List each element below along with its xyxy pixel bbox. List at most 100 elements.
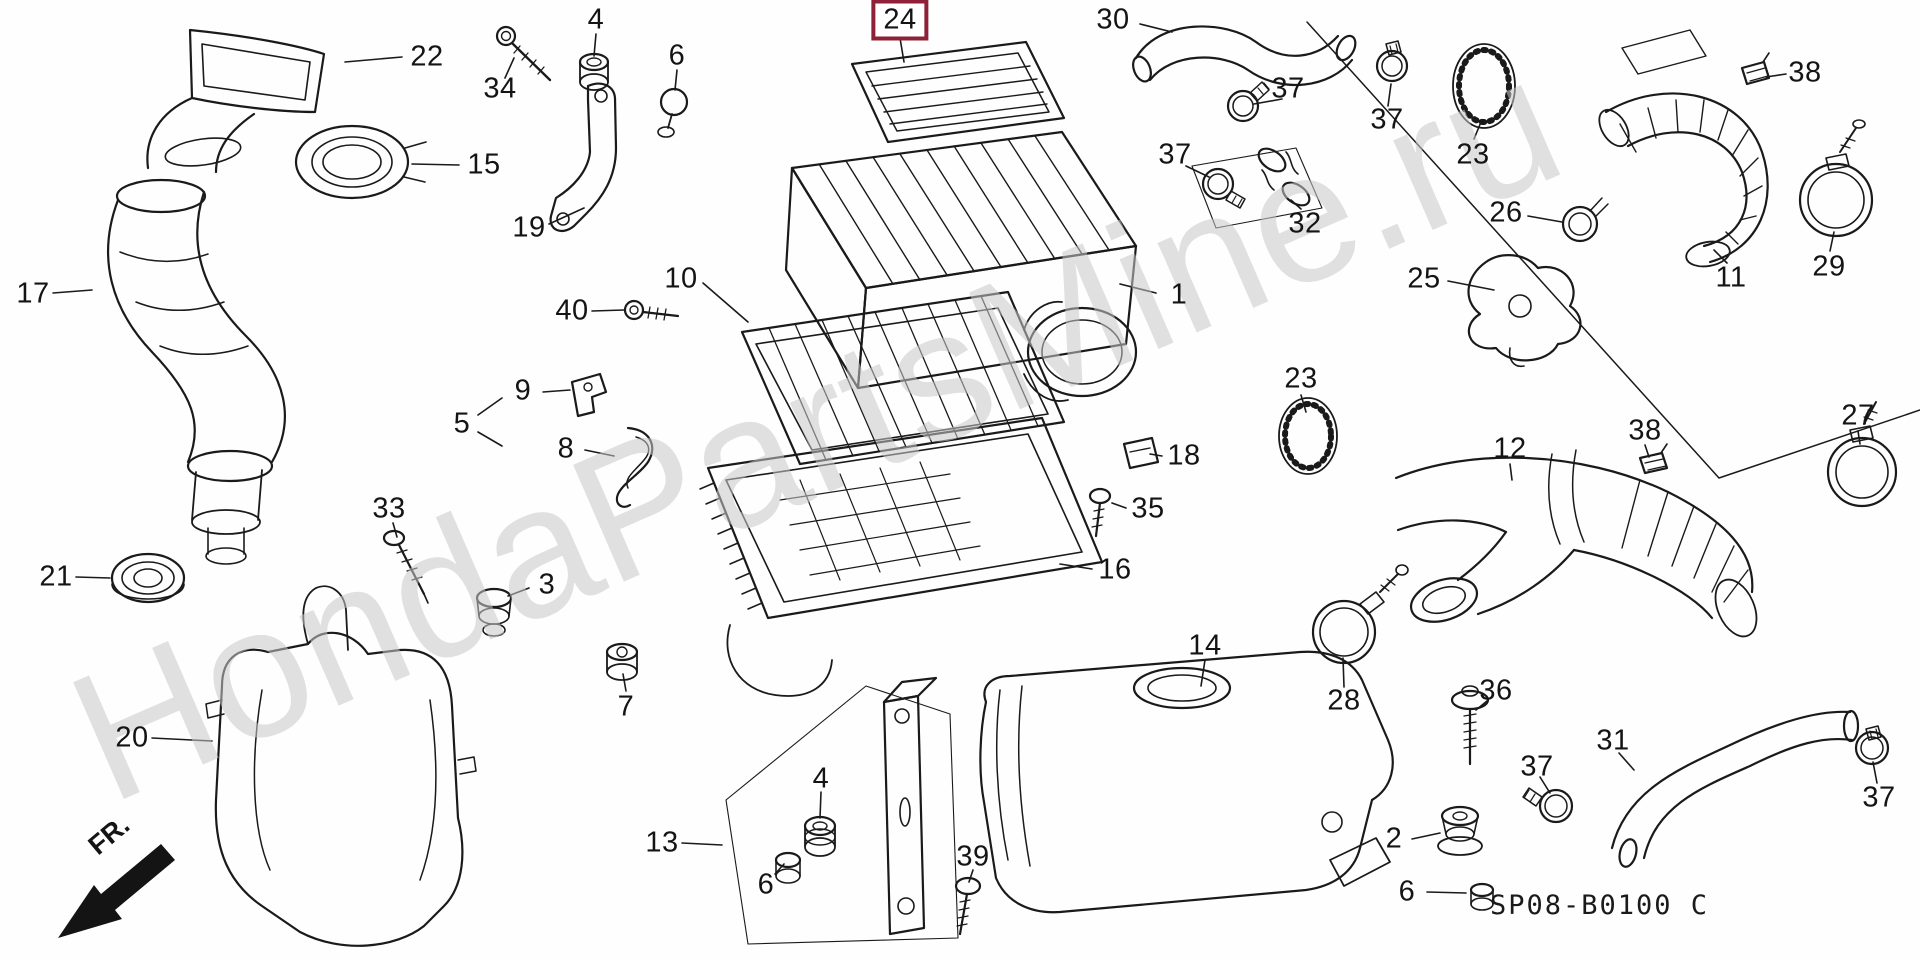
diagram-code: SP08-B0100 C (1490, 890, 1709, 921)
part-label-35-30[interactable]: 35 (1131, 492, 1165, 525)
part-label-3-32[interactable]: 3 (538, 568, 556, 601)
part-27-clamp-band-art (1826, 401, 1898, 508)
part-label-38-9[interactable]: 38 (1788, 56, 1822, 89)
part-6-collar-mid-art (774, 851, 802, 884)
part-label-24-4[interactable]: 24 (871, 0, 929, 41)
part-28-clamp-art (1311, 564, 1409, 665)
leader-lines (52, 23, 1878, 894)
part-label-17-18[interactable]: 17 (16, 277, 50, 310)
part-37-clamp-d-art (1522, 787, 1574, 824)
part-label-8-24[interactable]: 8 (557, 432, 575, 465)
part-7-collar-art (605, 642, 639, 681)
part-3-grommet-art (475, 587, 513, 637)
part-label-34-1[interactable]: 34 (483, 72, 517, 105)
part-9-clip-art (570, 372, 608, 418)
part-label-39-46[interactable]: 39 (956, 840, 990, 873)
part-31-hose-art (1610, 709, 1860, 868)
part-label-23-25[interactable]: 23 (1284, 362, 1318, 395)
fr-arrow-icon (58, 844, 175, 938)
part-30-hose-art (1132, 25, 1357, 87)
part-label-31-40[interactable]: 31 (1596, 724, 1630, 757)
part-37-clamp-a-art (1226, 81, 1270, 123)
part-13-bracket-art (882, 676, 938, 936)
part-8-gasket-art (615, 426, 654, 508)
part-16-tray-art (699, 416, 1104, 697)
part-label-20-37[interactable]: 20 (115, 721, 149, 754)
part-label-14-35[interactable]: 14 (1188, 629, 1222, 662)
part-15-funnel-art (294, 124, 427, 200)
part-29-clamp-band-art (1798, 119, 1874, 238)
part-label-23-8[interactable]: 23 (1456, 138, 1490, 171)
part-label-13-43[interactable]: 13 (645, 826, 679, 859)
part-2-mount-grommet-art (1437, 805, 1483, 856)
part-37-clamp-e-art (1854, 725, 1890, 766)
part-label-18-29[interactable]: 18 (1167, 439, 1201, 472)
part-label-36-39[interactable]: 36 (1479, 674, 1513, 707)
part-label-4-44[interactable]: 4 (812, 762, 830, 795)
part-label-16-34[interactable]: 16 (1098, 553, 1132, 586)
part-label-37-6[interactable]: 37 (1271, 72, 1305, 105)
part-label-10-19[interactable]: 10 (664, 262, 698, 295)
part-23-ring-lower-art (1278, 397, 1338, 475)
part-19-bracket-art (549, 82, 618, 233)
part-10-filter-art (740, 290, 1066, 466)
part-label-30-5[interactable]: 30 (1096, 3, 1130, 36)
part-label-6-48[interactable]: 6 (1398, 875, 1416, 908)
part-label-9-22[interactable]: 9 (514, 374, 532, 407)
part-label-4-2[interactable]: 4 (587, 3, 605, 36)
part-label-40-20[interactable]: 40 (555, 294, 589, 327)
part-label-5-23[interactable]: 5 (453, 407, 471, 440)
part-label-26-14[interactable]: 26 (1489, 196, 1523, 229)
part-20-resonator-tank-art (205, 585, 477, 947)
part-6-cup-top-art (657, 87, 689, 138)
part-label-37-12[interactable]: 37 (1158, 138, 1192, 171)
diagram-boundary-line (1306, 21, 1920, 479)
part-label-11-15[interactable]: 11 (1715, 261, 1747, 294)
part-label-6-3[interactable]: 6 (668, 39, 686, 72)
part-11-bellows-duct-art (1598, 29, 1769, 268)
part-label-28-36[interactable]: 28 (1327, 684, 1361, 717)
part-label-7-38[interactable]: 7 (617, 690, 635, 723)
part-label-33-31[interactable]: 33 (372, 492, 406, 525)
part-label-37-41[interactable]: 37 (1520, 750, 1554, 783)
part-34-bolt-art (495, 25, 552, 82)
part-14-resonator-art (979, 650, 1394, 914)
part-24-cover-art (850, 40, 1066, 144)
part-label-25-17[interactable]: 25 (1407, 262, 1441, 295)
part-33-screw-art (382, 529, 429, 604)
part-label-38-27[interactable]: 38 (1628, 414, 1662, 447)
part-label-37-7[interactable]: 37 (1370, 103, 1404, 136)
part-label-15-10[interactable]: 15 (467, 148, 501, 181)
part-22-air-scoop-art (146, 28, 326, 174)
part-12-air-duct-art (1394, 449, 1758, 638)
part-32-joint-art (1257, 147, 1311, 207)
part-1-housing-art (784, 130, 1138, 402)
part-6-collar-right-art (1469, 882, 1495, 911)
part-label-2-47[interactable]: 2 (1385, 822, 1403, 855)
part-37-clamp-c-art (1191, 147, 1323, 229)
part-36-bolt-art (1450, 685, 1490, 766)
part-label-27-28[interactable]: 27 (1841, 399, 1875, 432)
part-label-21-33[interactable]: 21 (39, 560, 73, 593)
part-21-grommet-art (110, 552, 186, 604)
part-23-ring-top-art (1452, 43, 1516, 129)
part-label-12-26[interactable]: 12 (1493, 432, 1527, 465)
part-label-32-13[interactable]: 32 (1288, 207, 1322, 240)
part-label-19-11[interactable]: 19 (512, 211, 546, 244)
part-38-clip-b-art (1638, 443, 1669, 475)
part-38-clip-a-art (1740, 52, 1771, 86)
part-26-clamp-art (1561, 197, 1609, 243)
part-label-22-0[interactable]: 22 (410, 40, 444, 73)
part-label-37-42[interactable]: 37 (1862, 781, 1896, 814)
part-13-group-boundary (725, 685, 959, 945)
part-label-6-45[interactable]: 6 (757, 868, 775, 901)
part-37-clamp-b-art (1375, 40, 1409, 83)
part-39-bolt-art (954, 876, 982, 936)
part-40-bolt-art (623, 299, 680, 321)
part-label-29-16[interactable]: 29 (1812, 250, 1846, 283)
part-label-1-21[interactable]: 1 (1170, 278, 1188, 311)
part-35-bolt-art (1088, 487, 1112, 538)
